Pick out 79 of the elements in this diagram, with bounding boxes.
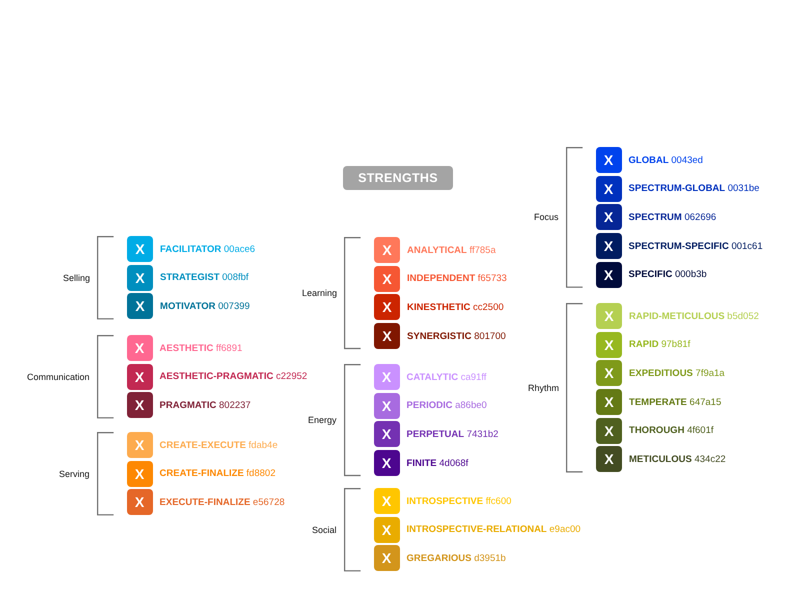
swatch-tile: X [596, 360, 622, 386]
strength-label: FACILITATOR 00ace6 [160, 244, 256, 254]
strength-label: GREGARIOUS d3951b [406, 552, 506, 564]
strength-label: ANALYTICAL ff785a [407, 244, 496, 256]
swatch-tile: X [126, 432, 153, 458]
swatch-tile: X [374, 294, 400, 320]
strength-label: RAPID-METICULOUS b5d052 [629, 310, 759, 322]
swatch-tile: X [127, 236, 154, 262]
strength-label: EXPEDITIOUS 7f9a1a [629, 368, 725, 379]
strength-label: GLOBAL 0043ed [628, 154, 703, 166]
swatch-tile: X [126, 364, 153, 390]
strength-label: EXECUTE-FINALIZE e56728 [160, 496, 285, 508]
strength-label: PRAGMATIC 802237 [160, 400, 251, 411]
swatch-tile: X [374, 237, 400, 264]
swatch-tile: X [596, 389, 622, 416]
swatch-tile: X [374, 545, 400, 572]
bracket-group [302, 237, 507, 350]
strength-label: SPECTRUM-SPECIFIC 001c61 [628, 240, 763, 252]
group-label: Learning [302, 288, 338, 298]
strength-label: CREATE-EXECUTE fdab4e [160, 440, 278, 450]
bracket-group [27, 335, 308, 418]
group-label: Serving [59, 468, 90, 479]
bracket-group [63, 236, 256, 320]
strength-label: CATALYTIC ca91ff [406, 372, 486, 383]
swatch-tile: X [374, 488, 400, 514]
swatch-tile: X [126, 489, 153, 516]
strength-label: STRATEGIST 008fbf [160, 272, 249, 284]
strength-label: INTROSPECTIVE ffc600 [406, 496, 512, 506]
strength-label: PERIODIC a86be0 [406, 400, 487, 412]
strength-label: SYNERGISTIC 801700 [407, 330, 506, 342]
swatch-tile: X [596, 176, 622, 202]
swatch-tile: X [596, 233, 622, 260]
swatch-tile: X [127, 264, 154, 291]
swatch-tile: X [596, 204, 622, 230]
strength-label: INDEPENDENT f65733 [407, 273, 507, 284]
bracket-group [528, 303, 759, 472]
swatch-tile: X [126, 392, 153, 418]
strength-label: AESTHETIC ff6891 [160, 342, 242, 354]
swatch-tile: X [596, 147, 622, 174]
strength-label: FINITE 4d068f [406, 458, 468, 469]
bracket-group [59, 432, 285, 516]
strength-label: RAPID 97b81f [629, 339, 690, 350]
group-label: Focus [534, 212, 559, 222]
swatch-tile: X [126, 335, 153, 361]
swatch-tile: X [596, 262, 622, 288]
strength-label: AESTHETIC-PRAGMATIC c22952 [160, 371, 308, 382]
strength-label: METICULOUS 434c22 [629, 454, 726, 465]
swatch-tile: X [596, 303, 622, 330]
swatch-tile: X [596, 332, 622, 358]
group-label: Energy [308, 415, 337, 426]
strength-label: SPECIFIC 000b3b [628, 269, 707, 280]
swatch-tile: X [374, 421, 400, 448]
strength-label: TEMPERATE 647a15 [629, 396, 722, 408]
swatch-tile: X [596, 418, 622, 444]
bracket-group [308, 364, 498, 476]
strength-label: INTROSPECTIVE-RELATIONAL e9ac00 [406, 524, 581, 536]
strength-label: PERPETUAL 7431b2 [406, 428, 498, 440]
swatch-tile: X [127, 293, 154, 320]
swatch-tile: X [374, 450, 400, 476]
bracket-group [312, 488, 581, 572]
strength-label: SPECTRUM-GLOBAL 0031be [628, 183, 760, 194]
group-label: Selling [63, 272, 90, 283]
strength-label: SPECTRUM 062696 [628, 212, 716, 223]
swatch-tile: X [374, 266, 400, 292]
strength-label: KINESTHETIC cc2500 [407, 302, 504, 313]
group-label: Communication [27, 372, 90, 382]
strength-label: THOROUGH 4f601f [629, 425, 714, 436]
strength-label: MOTIVATOR 007399 [160, 300, 250, 312]
group-label: Rhythm [528, 382, 560, 393]
swatch-tile: X [374, 516, 400, 543]
heading-banner: STRENGTHS [343, 166, 453, 190]
strength-label: CREATE-FINALIZE fd8802 [160, 468, 276, 480]
swatch-tile: X [596, 446, 622, 472]
swatch-tile: X [374, 392, 400, 419]
group-label: Social [312, 524, 337, 535]
swatch-tile: X [374, 323, 400, 350]
swatch-tile: X [126, 460, 153, 487]
swatch-tile: X [374, 364, 400, 390]
bracket-group [534, 147, 763, 288]
